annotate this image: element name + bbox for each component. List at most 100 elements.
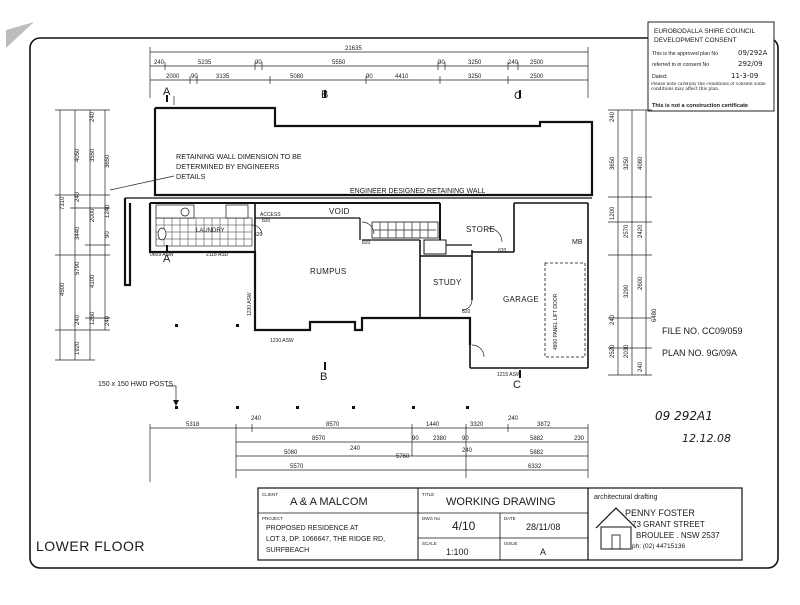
section-marker-c-bottom: C [513, 379, 521, 391]
section-marker-a-top: A [163, 86, 171, 98]
bottom-dim-2-6: 230 [574, 436, 585, 442]
top-dim-1-4: 5550 [332, 60, 346, 66]
top-dim-2-3: 3135 [216, 74, 230, 80]
bottom-dim-1-6: 240 [508, 416, 519, 422]
left-dim-11: 5790 [75, 261, 81, 275]
plan-number: PLAN NO. 9G/09A [662, 348, 737, 358]
bottom-dim-2-2: 90 [412, 436, 419, 442]
room-garage: GARAGE [503, 295, 539, 304]
file-number: FILE NO. CC09/059 [662, 326, 743, 336]
project-line-1: PROPOSED RESIDENCE AT [266, 525, 359, 532]
stamp-line1-label: This is the approved plan No [652, 51, 718, 57]
study-cabinet [423, 239, 447, 255]
left-dim-14: 240 [75, 314, 81, 325]
firm-phone: ph: (02) 44715136 [632, 543, 686, 550]
drawing-date: 28/11/08 [526, 522, 560, 532]
project-label: PROJECT [262, 516, 283, 521]
stamp-council: EUROBODALLA SHIRE COUNCIL [654, 28, 756, 35]
opening-7: 2118 ASD [206, 252, 229, 258]
left-dimensions: 240 4050 3550 3650 240 2000 1240 7310 34… [55, 109, 111, 361]
bottom-dim-1-7: 3872 [537, 422, 551, 428]
bottom-dim-1-4: 1440 [426, 422, 440, 428]
right-dim-14: 240 [638, 361, 644, 372]
handwritten-date: 12.12.08 [682, 432, 731, 445]
stamp-dated-value: 11-3-09 [731, 72, 758, 80]
client-name: A & A MALCOM [290, 496, 368, 508]
left-dim-9: 3440 [75, 226, 81, 240]
section-marker-b-top: B [321, 89, 328, 101]
drawing-scale: 1:100 [446, 547, 469, 557]
section-marker-b-bottom: B [320, 371, 327, 383]
project-line-3: SURFBEACH [266, 547, 309, 554]
bottom-dim-1-5: 3320 [470, 422, 484, 428]
title-block: CLIENT A & A MALCOM TITLE WORKING DRAWIN… [257, 487, 743, 561]
firm-name: PENNY FOSTER [625, 508, 695, 518]
upper-retaining-wall [153, 106, 594, 197]
handwritten-ref: 09 292A1 [655, 409, 713, 423]
laundry-tiles [155, 204, 253, 247]
garage-door-label: 4800 PANEL LIFT DOOR [553, 293, 559, 350]
left-dim-13: 4500 [60, 282, 66, 296]
bottom-dim-1-3: 8570 [326, 422, 340, 428]
top-dim-1-5: 90 [438, 60, 445, 66]
top-dimensions: 21635 240 5235 90 5550 90 3250 240 2500 … [149, 46, 589, 98]
opening-10: 1215 ASW [497, 372, 521, 378]
top-dim-1-2: 5235 [198, 60, 212, 66]
top-dim-1-8: 2500 [530, 60, 544, 66]
overall-dim: 21635 [345, 46, 362, 52]
opening-2: 620 [254, 232, 263, 238]
left-dim-17: 1920 [75, 341, 81, 355]
left-dim-12: 4100 [90, 274, 96, 288]
right-dim-5: 1200 [610, 206, 616, 220]
right-dim-1: 240 [610, 111, 616, 122]
left-dim-4: 3650 [105, 154, 111, 168]
sheet-border [29, 37, 779, 569]
posts-label: 150 x 150 HWD POSTS [98, 381, 174, 388]
stamp-line2-label: referred to in consent No [652, 62, 709, 68]
date-label: DATE [504, 516, 516, 521]
room-access: ACCESS [260, 212, 281, 218]
bottom-dimensions: 5318 240 8570 1440 3320 240 3872 8570 90… [149, 416, 589, 482]
top-dim-2-2: 90 [191, 74, 198, 80]
stamp-dated-label: Dated: [652, 74, 667, 80]
stamp-frame [647, 21, 775, 112]
right-dim-9: 2600 [638, 276, 644, 290]
bottom-dim-3-5: 5882 [530, 450, 544, 456]
retaining-wall-label: ENGINEER DESIGNED RETAINING WALL [350, 188, 485, 195]
opening-9: 1230 ASW [270, 338, 294, 344]
room-mb: MB [572, 239, 583, 246]
left-dim-3: 3550 [90, 148, 96, 162]
top-dim-2-8: 2500 [530, 74, 544, 80]
left-dim-8: 7310 [60, 196, 66, 210]
dwg-label: DWG No [422, 516, 440, 521]
section-markers: A B C A B C [163, 86, 522, 391]
drawing-label: LOWER FLOOR [36, 538, 145, 554]
room-study: STUDY [433, 278, 462, 287]
drawing-title: WORKING DRAWING [446, 496, 556, 508]
scan-corner-artifact [6, 22, 34, 48]
right-dim-4: 4080 [638, 156, 644, 170]
opening-5: 820 [462, 309, 471, 315]
firm-heading: architectural drafting [594, 494, 658, 501]
floor-plan: VOID STORE RUMPUS STUDY GARAGE LAUNDRY A… [98, 106, 594, 406]
top-dim-2-4: 5080 [290, 74, 304, 80]
bottom-dim-3-4: 240 [462, 448, 473, 454]
top-dim-2-5: 90 [366, 74, 373, 80]
left-dim-7: 1240 [105, 204, 111, 218]
opening-6: 0609 ASW [150, 252, 174, 258]
right-dim-6: 2570 [624, 224, 630, 238]
room-store: STORE [466, 225, 495, 234]
bottom-dim-3-3: 5760 [396, 454, 410, 460]
bottom-dim-4-2: 6332 [528, 464, 542, 470]
right-dim-3: 3250 [624, 156, 630, 170]
right-dim-11: 6480 [652, 308, 658, 322]
scale-label: SCALE [422, 541, 437, 546]
opening-1: 820 [262, 218, 271, 224]
dwg-number: 4/10 [452, 519, 476, 533]
left-dim-2: 4050 [75, 148, 81, 162]
bottom-dim-2-4: 90 [462, 436, 469, 442]
right-dim-10: 240 [610, 314, 616, 325]
house-logo-icon [595, 507, 637, 550]
client-label: CLIENT [262, 492, 278, 497]
